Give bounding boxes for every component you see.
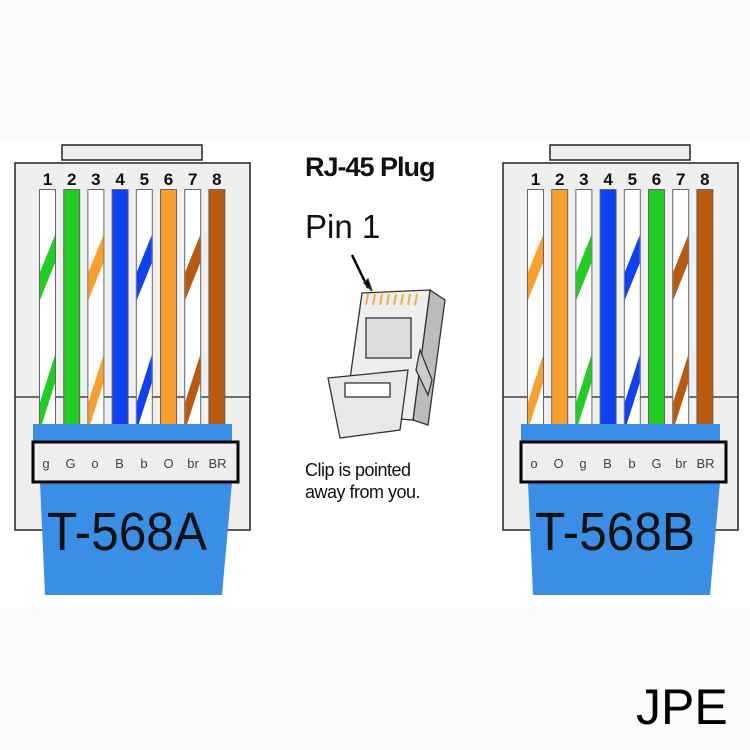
contact-pin xyxy=(407,293,411,306)
watermark: JPE xyxy=(636,679,728,735)
wire-stripe xyxy=(185,355,201,430)
wire-stripe xyxy=(88,355,104,430)
contact-pin xyxy=(372,293,376,306)
wire-stripe xyxy=(40,355,55,430)
pin-number: 7 xyxy=(188,170,197,189)
wire-stripe xyxy=(673,355,689,430)
pin-number: 2 xyxy=(555,170,564,189)
color-code-label: B xyxy=(115,456,124,471)
plug-front xyxy=(327,369,409,439)
color-code-label: b xyxy=(140,456,147,471)
standard-name: T-568A xyxy=(47,502,207,562)
wire-stripe xyxy=(40,235,55,300)
color-code-label: o xyxy=(91,456,98,471)
wire-stripe xyxy=(673,235,689,300)
pin-number: 6 xyxy=(652,170,661,189)
wire-2 xyxy=(552,190,568,428)
pin-number: 2 xyxy=(67,170,76,189)
clip-note-line1: Clip is pointed xyxy=(305,460,411,480)
color-code-label: B xyxy=(603,456,612,471)
color-code-label: G xyxy=(65,456,75,471)
contact-pin xyxy=(414,293,418,306)
color-code-band xyxy=(31,440,240,484)
connector-t-568b xyxy=(502,144,739,595)
color-code-label: br xyxy=(187,456,199,471)
wire-stripe xyxy=(624,355,640,430)
wire-6 xyxy=(649,190,664,428)
wire-stripe xyxy=(88,235,104,300)
color-code-label: g xyxy=(579,456,586,471)
pin-number: 6 xyxy=(164,170,173,189)
color-code-label: BR xyxy=(208,456,226,471)
pin-number: 7 xyxy=(676,170,685,189)
latch-tab xyxy=(549,144,691,161)
color-code-label: O xyxy=(163,456,173,471)
wire-stripe xyxy=(528,355,543,430)
wire-8 xyxy=(209,190,225,428)
color-code-band xyxy=(519,440,728,484)
color-code-label: b xyxy=(628,456,635,471)
wire-stripe xyxy=(185,235,201,300)
rj45-plug-icon xyxy=(327,254,446,439)
color-code-label: BR xyxy=(696,456,714,471)
color-code-label: G xyxy=(651,456,661,471)
wire-stripe xyxy=(576,235,592,300)
wire-stripe xyxy=(624,235,640,300)
pin-number: 5 xyxy=(628,170,637,189)
pin1-label: Pin 1 xyxy=(305,208,381,245)
clip-note-line2: away from you. xyxy=(305,482,421,502)
wire-6 xyxy=(161,190,176,428)
pin-number: 4 xyxy=(603,170,613,189)
contact-pin xyxy=(386,293,390,306)
contact-pin xyxy=(379,293,383,306)
contact-pin xyxy=(393,293,397,306)
pin-number: 5 xyxy=(140,170,149,189)
pin-number: 1 xyxy=(531,170,540,189)
pin-number: 1 xyxy=(43,170,52,189)
color-code-label: br xyxy=(675,456,687,471)
standard-name: T-568B xyxy=(535,502,695,562)
pin-number: 4 xyxy=(115,170,125,189)
latch-tab xyxy=(61,144,203,161)
plug-slot xyxy=(344,382,391,398)
plug-window xyxy=(365,317,412,359)
wire-stripe xyxy=(136,355,152,430)
pin-number: 8 xyxy=(212,170,221,189)
pin-number: 3 xyxy=(91,170,100,189)
rj45-title: RJ-45 Plug xyxy=(305,152,436,182)
contact-pin xyxy=(365,293,369,306)
wire-stripe xyxy=(136,235,152,300)
wire-4 xyxy=(112,190,128,428)
plug-clip xyxy=(415,347,433,397)
connector-t-568a xyxy=(14,144,251,595)
wire-4 xyxy=(600,190,616,428)
contact-pin xyxy=(400,293,404,306)
color-code-label: g xyxy=(42,456,49,471)
color-code-label: o xyxy=(530,456,537,471)
pin-number: 3 xyxy=(579,170,588,189)
arrow-head xyxy=(363,277,373,292)
wire-stripe xyxy=(576,355,592,430)
wire-8 xyxy=(697,190,713,428)
wire-2 xyxy=(64,190,80,428)
color-code-label: O xyxy=(553,456,563,471)
pin-number: 8 xyxy=(700,170,709,189)
wire-stripe xyxy=(528,235,543,300)
